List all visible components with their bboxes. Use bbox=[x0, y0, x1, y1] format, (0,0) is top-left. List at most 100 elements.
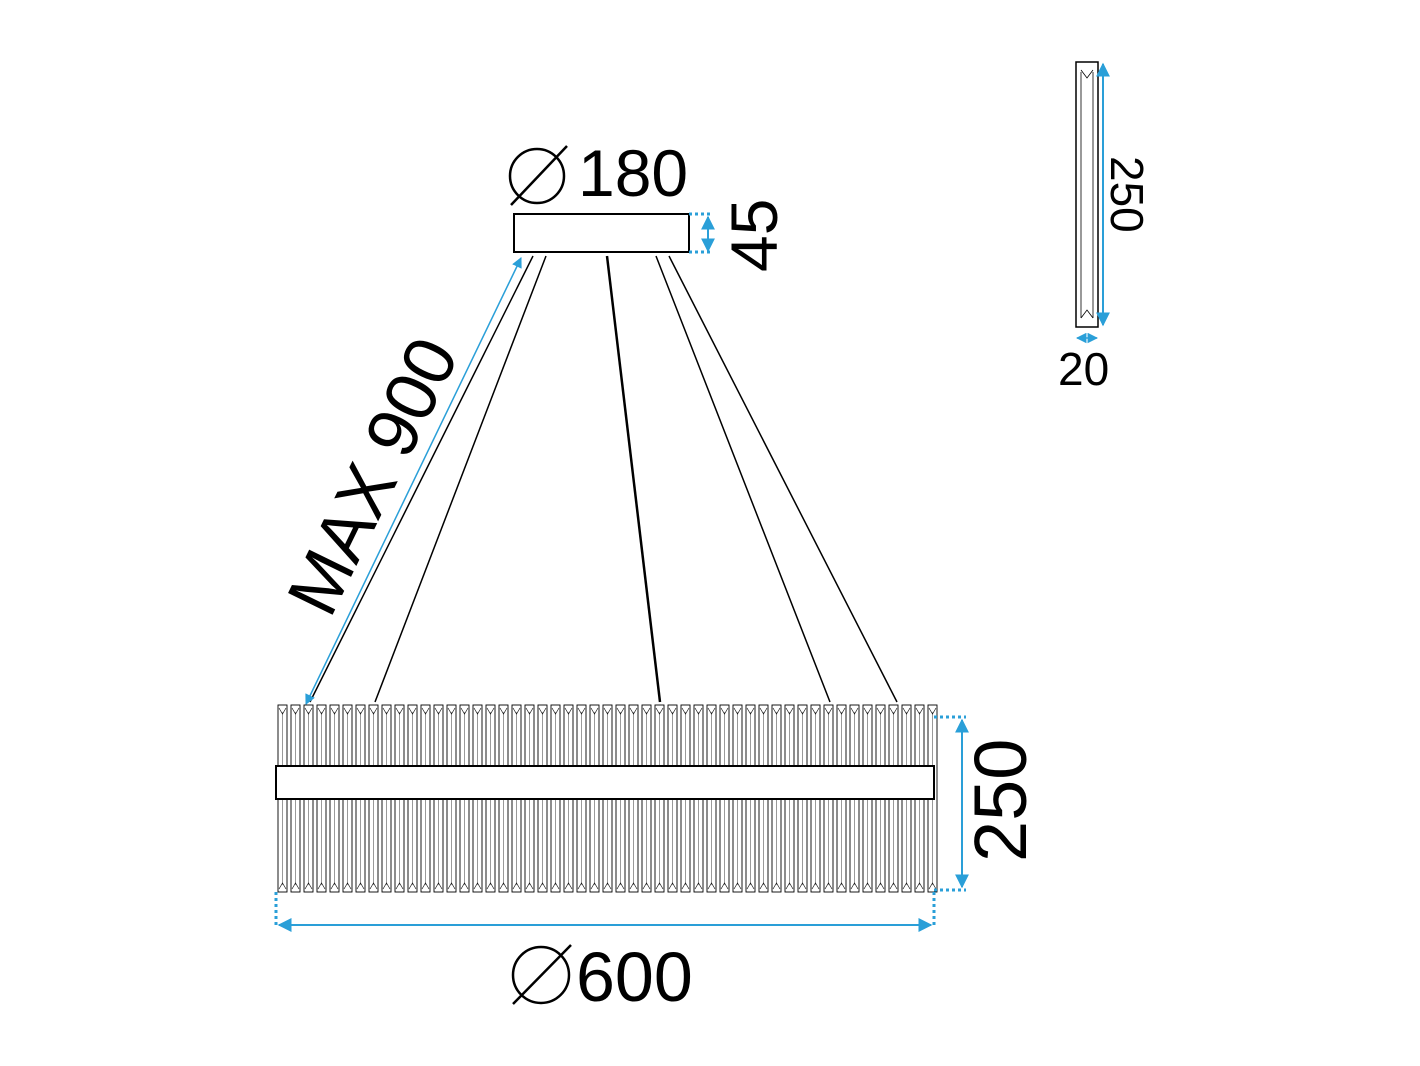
crystal-rod-tip bbox=[694, 882, 703, 890]
ring-diameter-label: 600 bbox=[576, 938, 693, 1016]
crystal-rod-tip bbox=[798, 707, 807, 715]
crystal-rod-tip bbox=[629, 882, 638, 890]
crystal-rod-tip bbox=[473, 707, 482, 715]
crystal-rod-tip bbox=[889, 707, 898, 715]
crystal-rod-tip bbox=[304, 882, 313, 890]
crystal-rod-tip bbox=[889, 882, 898, 890]
crystal-rod-tip bbox=[382, 707, 391, 715]
crystal-rod-tip bbox=[785, 882, 794, 890]
ring-diameter-dimension: 600 bbox=[274, 892, 936, 1016]
crystal-rod-tip bbox=[421, 707, 430, 715]
crystal-rod-tip bbox=[694, 707, 703, 715]
crystal-rod-tip bbox=[876, 707, 885, 715]
crystal-rod-tip bbox=[395, 707, 404, 715]
crystal-rod-tip bbox=[590, 707, 599, 715]
crystal-rod-tip bbox=[928, 707, 937, 715]
crystal-rod-tip bbox=[681, 707, 690, 715]
crystal-rod-tip bbox=[577, 707, 586, 715]
crystal-rod-tip bbox=[759, 707, 768, 715]
chandelier-ring bbox=[275, 704, 938, 893]
crystal-rod-tip bbox=[460, 707, 469, 715]
crystal-height-label: 250 bbox=[1101, 156, 1153, 233]
crystal-rod-tip bbox=[330, 707, 339, 715]
crystal-rod-tip bbox=[642, 882, 651, 890]
canopy-height-label: 45 bbox=[717, 199, 791, 272]
crystal-rod-tip bbox=[915, 882, 924, 890]
crystal-rod-tip bbox=[343, 707, 352, 715]
crystal-rod-tip bbox=[733, 882, 742, 890]
crystal-rod-tip bbox=[863, 707, 872, 715]
crystal-rod-tip bbox=[668, 882, 677, 890]
crystal-rod-tip bbox=[564, 882, 573, 890]
diameter-icon bbox=[508, 147, 566, 205]
crystal-rod-tip bbox=[317, 707, 326, 715]
crystal-rod-tip bbox=[291, 882, 300, 890]
crystal-rod-tip bbox=[538, 882, 547, 890]
crystal-rod-tip bbox=[824, 707, 833, 715]
crystal-rod-tip bbox=[421, 882, 430, 890]
crystal-rod-tip bbox=[720, 707, 729, 715]
crystal-rod-tip bbox=[772, 882, 781, 890]
crystal-rod-tip bbox=[616, 882, 625, 890]
crystal-rod-tip bbox=[668, 707, 677, 715]
crystal-rod-tip bbox=[278, 882, 287, 890]
crystal-rod-tip bbox=[798, 882, 807, 890]
crystal-rod-tip bbox=[837, 882, 846, 890]
crystal-rod-tip bbox=[473, 882, 482, 890]
crystal-rod-tip bbox=[850, 882, 859, 890]
crystal-rod-tip bbox=[408, 707, 417, 715]
crystal-rod-tip bbox=[499, 707, 508, 715]
ring-height-label: 250 bbox=[959, 739, 1042, 862]
crystal-rod-tip bbox=[486, 882, 495, 890]
crystal-rod-tip bbox=[291, 707, 300, 715]
crystal-rod-tip bbox=[733, 707, 742, 715]
crystal-rod-tip bbox=[824, 882, 833, 890]
canopy: 180 45 bbox=[508, 136, 791, 272]
crystal-rod-tip bbox=[434, 882, 443, 890]
crystal-rod-tip bbox=[356, 882, 365, 890]
diameter-icon-slash bbox=[510, 145, 568, 206]
crystal-rod-tip bbox=[551, 707, 560, 715]
crystal-rod-tip bbox=[369, 882, 378, 890]
suspension-length-dimension: MAX 900 bbox=[272, 257, 522, 705]
crystal-rod-tip bbox=[720, 882, 729, 890]
crystal-width-label: 20 bbox=[1058, 343, 1109, 395]
crystal-rod-tip bbox=[928, 882, 937, 890]
crystal-rod-tip bbox=[876, 882, 885, 890]
crystal-rod-tip bbox=[642, 707, 651, 715]
crystal-rod-tip bbox=[772, 707, 781, 715]
crystal-rod-tip bbox=[837, 707, 846, 715]
crystal-rod-tip bbox=[356, 707, 365, 715]
canopy-diameter-label: 180 bbox=[578, 136, 688, 210]
crystal-rod-tip bbox=[681, 882, 690, 890]
crystal-rod-tip bbox=[655, 707, 664, 715]
crystal-rod-tip bbox=[759, 882, 768, 890]
crystal-rod-tip bbox=[512, 882, 521, 890]
crystal-rod-tip bbox=[863, 882, 872, 890]
crystal-rod-tip bbox=[603, 882, 612, 890]
crystal-rod-detail: 250 20 bbox=[1058, 61, 1153, 395]
crystal-rod-tip bbox=[278, 707, 287, 715]
crystal-rod-tip bbox=[486, 707, 495, 715]
crystal-rod-tip bbox=[525, 882, 534, 890]
crystal-rod-tip bbox=[577, 882, 586, 890]
max-length-label: MAX 900 bbox=[272, 326, 474, 627]
crystal-rod-tip bbox=[512, 707, 521, 715]
crystal-rod-tip bbox=[590, 882, 599, 890]
diameter-icon bbox=[511, 945, 571, 1005]
crystal-rod-tip bbox=[603, 707, 612, 715]
crystal-rod-tip bbox=[434, 707, 443, 715]
crystal-rod-tip bbox=[811, 882, 820, 890]
crystal-rod-tip bbox=[655, 882, 664, 890]
crystal-rod-tip bbox=[525, 707, 534, 715]
crystal-rod-tip bbox=[382, 882, 391, 890]
crystal-rod-tip bbox=[811, 707, 820, 715]
ring-height-dimension: 250 bbox=[934, 715, 1042, 892]
crystal-rod-tip bbox=[707, 882, 716, 890]
crystal-rod-tip bbox=[785, 707, 794, 715]
crystal-rod-tip bbox=[707, 707, 716, 715]
crystal-rod-tip bbox=[564, 707, 573, 715]
crystal-rod-tip bbox=[902, 882, 911, 890]
